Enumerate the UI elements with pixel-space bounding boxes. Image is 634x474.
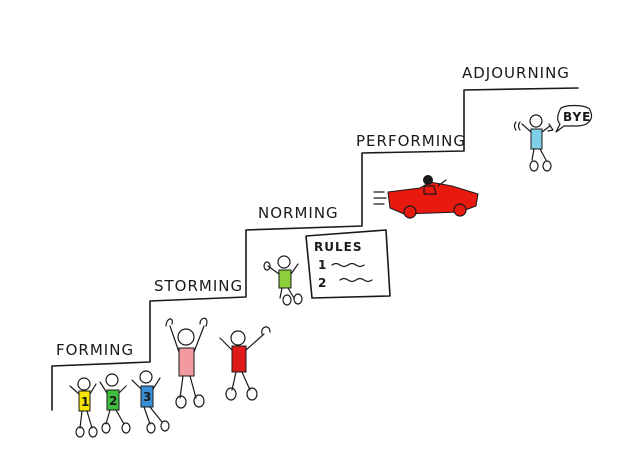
performing-car [373,175,479,219]
stage-label-adjourning: ADJOURNING [462,64,570,82]
storming-figure-pink [165,317,208,409]
forming-figure-1: 1 [69,377,98,438]
forming-figure-3: 3 [131,370,170,434]
speech-bubble-text: BYE [563,110,591,124]
stage-label-forming: FORMING [56,341,134,359]
storming-figure-red [219,326,271,401]
stage-label-norming: NORMING [258,204,339,222]
rules-board-title: RULES [314,240,362,254]
jersey-number-1: 1 [81,395,90,409]
forming-figure-2: 2 [99,373,131,434]
norming-figure [263,255,303,306]
rules-board: RULES 1 2 [305,229,391,299]
speech-bubble: BYE [555,104,593,133]
rules-item-2: 2 [318,276,327,290]
rules-item-1: 1 [318,258,327,272]
stage-label-performing: PERFORMING [356,132,466,150]
staircase-line [51,87,579,411]
jersey-number-3: 3 [143,390,152,404]
stage-label-storming: STORMING [154,277,243,295]
adjourning-figure [513,114,554,172]
jersey-number-2: 2 [109,394,118,408]
